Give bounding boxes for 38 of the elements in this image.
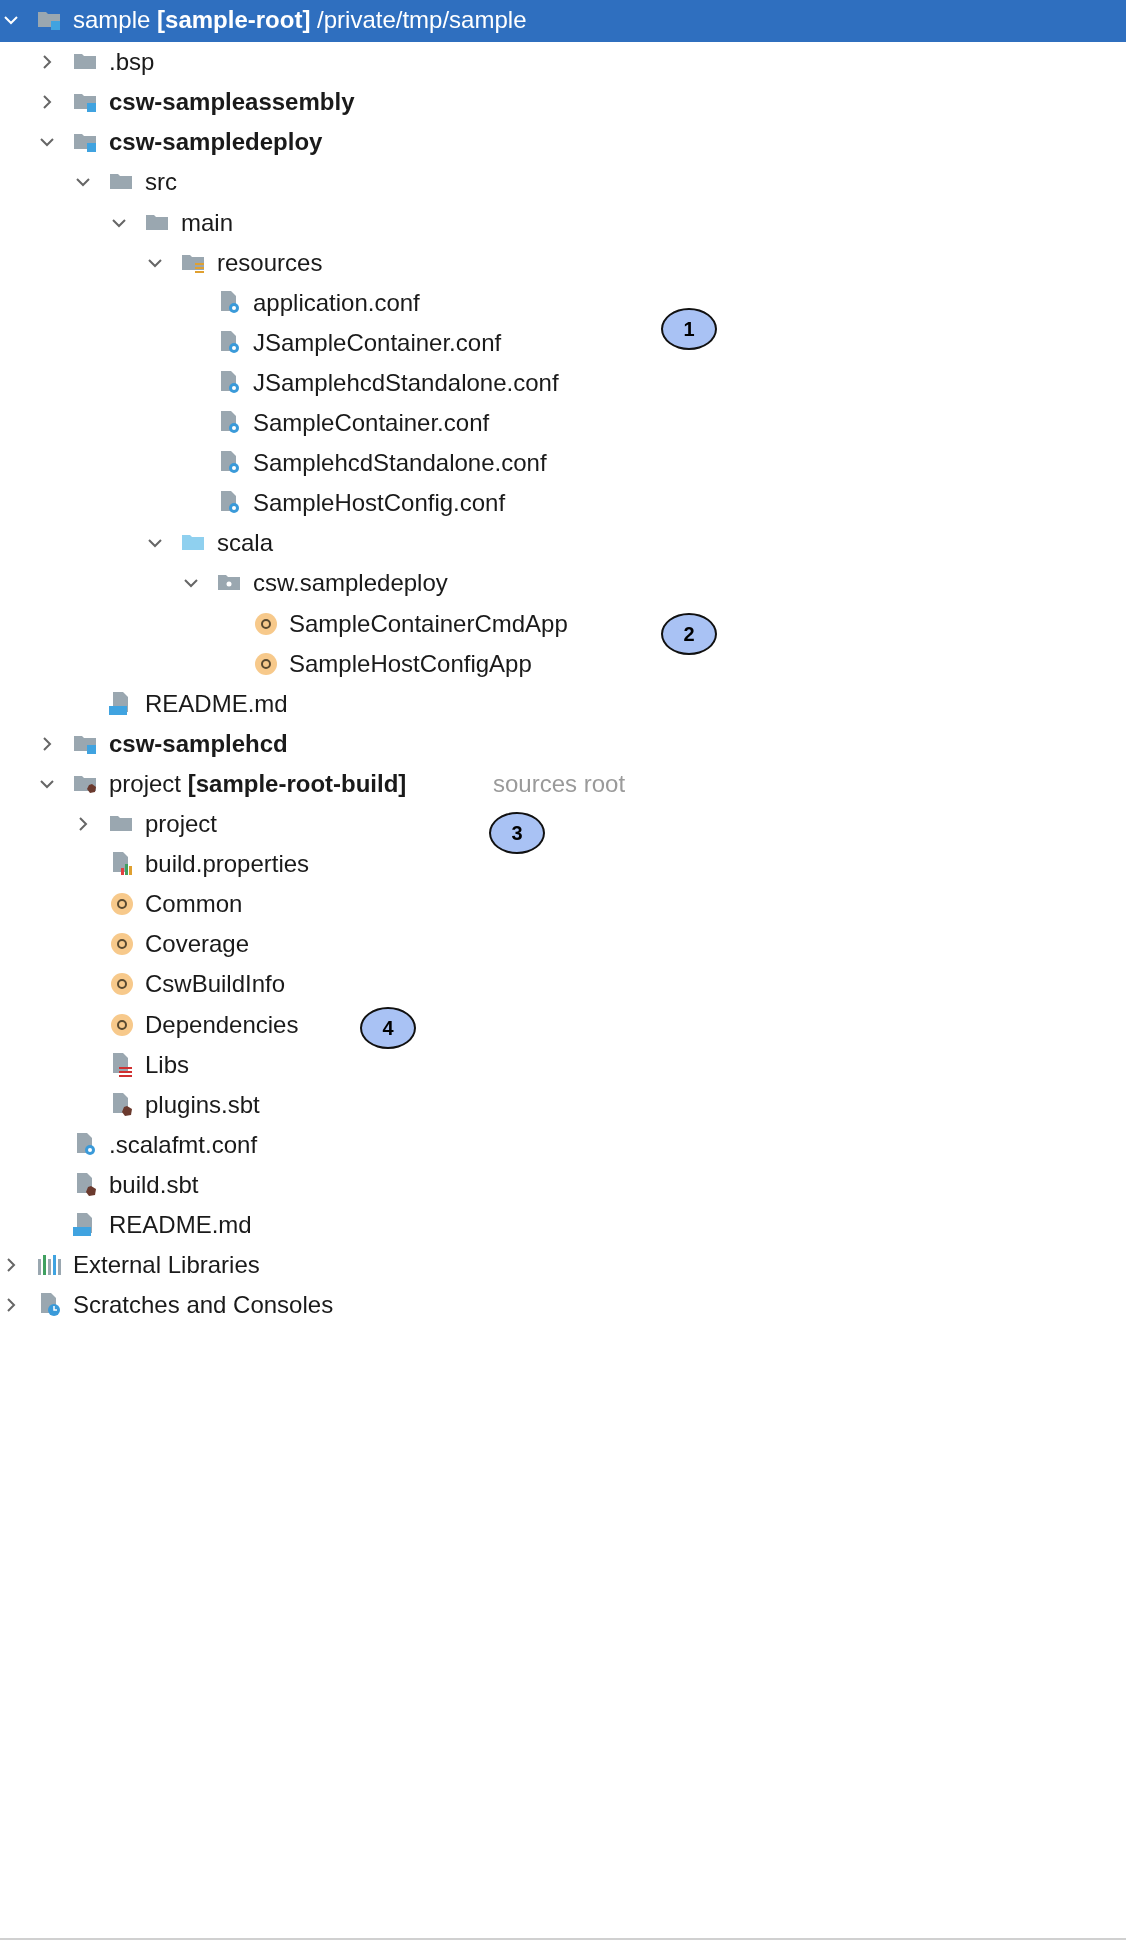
tree-item-label: csw-samplehcd [109,728,288,759]
tree-item-label: resources [217,247,323,278]
tree-item-label: SampleContainer.conf [253,408,490,438]
root-type-hint: sources root [493,768,626,799]
tree-item-label: Libs [145,1049,190,1080]
tree-item-label: src [145,167,177,198]
callout-number: 1 [661,308,717,350]
tree-item-label: README.md [145,688,288,719]
callout-number: 4 [360,1007,416,1049]
tree-item-label: project [145,809,218,839]
tree-item-label: .bsp [109,47,155,78]
tree-item-label: csw-sampleassembly [109,87,355,118]
tree-item-label: JSamplehcdStandalone.conf [253,367,559,398]
tree-item-label: CswBuildInfo [145,969,286,1000]
tree-item-label: csw-sampledeploy [109,127,323,158]
tree-item-label: SampleHostConfigApp [289,648,532,679]
tree-item-label: application.conf [253,287,420,318]
tree-item-label: SamplehcdStandalone.conf [253,448,547,479]
callout-number: 2 [661,613,717,655]
tree-item-label: build.properties [145,849,310,880]
tree-item-label: csw.sampledeploy [253,568,448,599]
tree-item-label: README.md [109,1210,252,1240]
tree-item-label: Dependencies [145,1009,299,1040]
tree-item-label: scala [217,528,274,559]
tree-item-label: JSampleContainer.conf [253,327,502,358]
tree-item-label: Common [145,889,243,920]
tree-item-label: SampleHostConfig.conf [253,488,506,519]
tree-item-label: SampleContainerCmdApp [289,608,568,639]
tree-item-label: Coverage [145,929,250,960]
tree-item-label: .scalafmt.conf [109,1129,258,1160]
callout-number: 3 [489,812,545,854]
tree-item-label: plugins.sbt [145,1089,260,1120]
tree-item-label: Scratches and Consoles [73,1290,334,1321]
tree-item-label: External Libraries [73,1250,260,1281]
tree-item-label: build.sbt [109,1169,199,1200]
tree-item-label: main [181,207,234,238]
tree-item-label: sample [sample-root] /private/tmp/sample [73,5,527,35]
tree-item-label: project [sample-root-build] [109,768,407,799]
